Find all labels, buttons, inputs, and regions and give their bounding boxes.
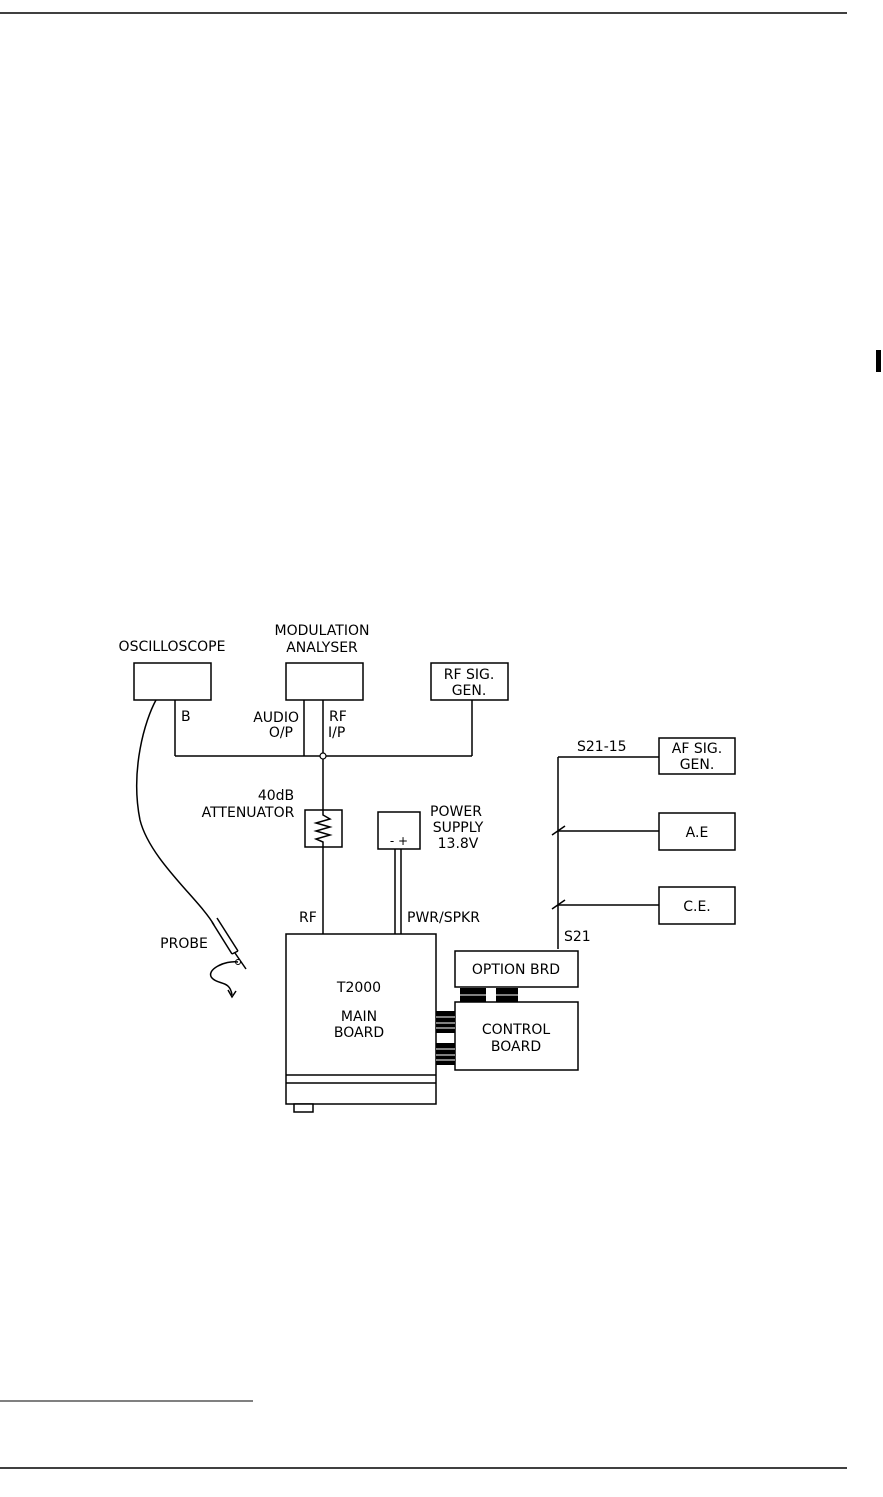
s21-15-label: S21-15 xyxy=(577,739,627,755)
rf-ip-label-2: I/P xyxy=(328,725,345,741)
ce-label: C.E. xyxy=(683,899,711,915)
attenuator-label-2: ATTENUATOR xyxy=(202,805,295,821)
af-sig-gen-label-1: AF SIG. xyxy=(672,741,722,757)
attenuator-label-1: 40dB xyxy=(258,788,294,804)
audio-op-label-2: O/P xyxy=(269,725,293,741)
t2000-label: T2000 xyxy=(336,980,381,996)
ae-label: A.E xyxy=(686,825,709,841)
main-control-connector-upper xyxy=(436,1011,455,1033)
audio-op-label-1: AUDIO xyxy=(253,710,299,726)
main-board-label-1: MAIN xyxy=(341,1009,377,1025)
rf-ip-label-1: RF xyxy=(329,709,347,725)
af-sig-gen-label-2: GEN. xyxy=(680,757,715,773)
option-board-label: OPTION BRD xyxy=(472,962,560,978)
pwr-spkr-label: PWR/SPKR xyxy=(407,910,480,926)
margin-mark xyxy=(876,350,881,372)
main-board-foot xyxy=(294,1104,313,1112)
oscilloscope-label: OSCILLOSCOPE xyxy=(119,639,226,655)
control-board-label-2: BOARD xyxy=(491,1039,541,1055)
rf-label: RF xyxy=(299,910,317,926)
probe-icon xyxy=(211,918,246,997)
modulation-analyser-label-1: MODULATION xyxy=(275,623,370,639)
power-supply-label-3: 13.8V xyxy=(438,836,479,852)
power-supply-terminals: - + xyxy=(390,834,408,848)
rf-sig-gen-label-2: GEN. xyxy=(452,683,487,699)
s21-label: S21 xyxy=(564,929,591,945)
control-board-label-1: CONTROL xyxy=(482,1022,551,1038)
main-board-label-2: BOARD xyxy=(334,1025,384,1041)
oscilloscope-box xyxy=(134,663,211,700)
probe-label: PROBE xyxy=(160,936,208,952)
power-supply-label-1: POWER xyxy=(430,804,482,820)
rf-sig-gen-label-1: RF SIG. xyxy=(444,667,495,683)
power-supply-label-2: SUPPLY xyxy=(433,820,484,836)
main-control-connector-lower xyxy=(436,1043,455,1065)
b-label: B xyxy=(181,709,191,725)
modulation-analyser-box xyxy=(286,663,363,700)
junction-node xyxy=(320,753,326,759)
modulation-analyser-label-2: ANALYSER xyxy=(286,640,358,656)
